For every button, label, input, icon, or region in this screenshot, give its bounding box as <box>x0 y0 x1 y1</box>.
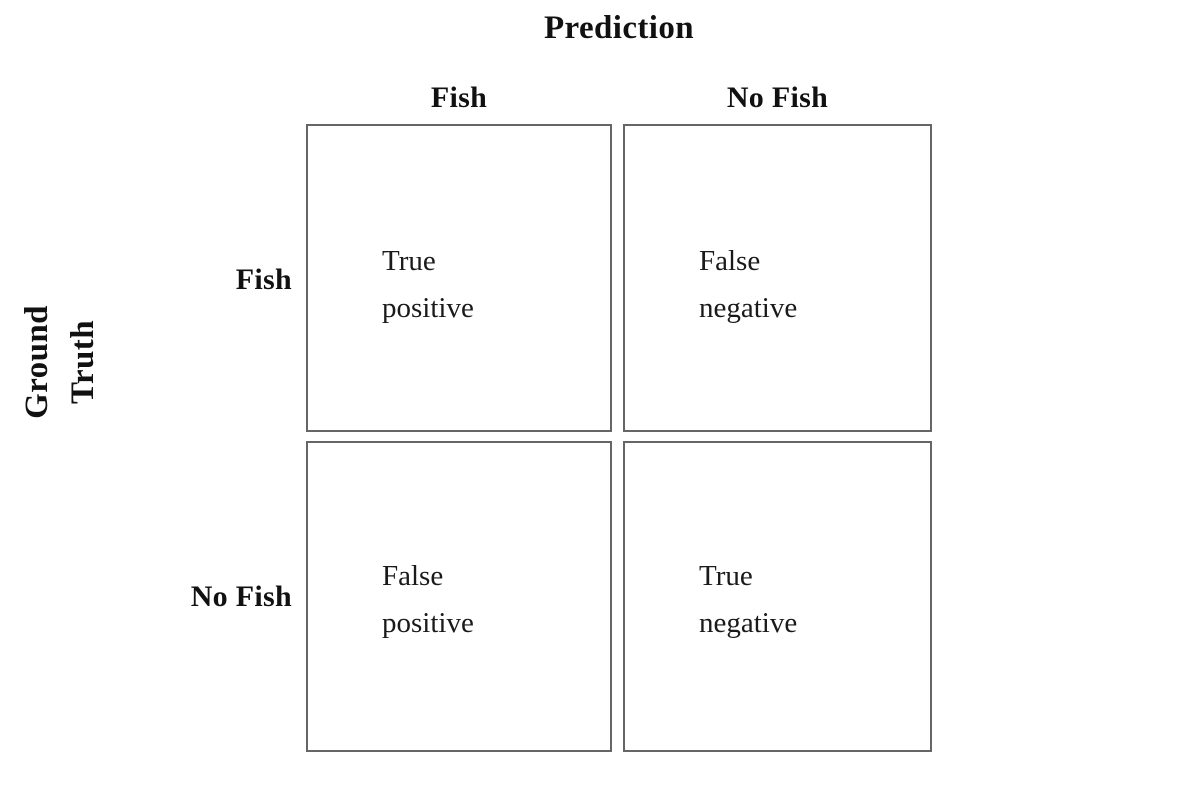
cell-false-negative-line2: negative <box>699 292 798 324</box>
ground-truth-axis-title-line1: Ground <box>19 305 55 419</box>
row-header-no-fish: No Fish <box>190 580 292 613</box>
cell-true-positive: True positive <box>306 124 612 432</box>
cell-true-negative-line2: negative <box>699 607 798 639</box>
cell-true-negative: True negative <box>623 441 932 752</box>
cell-true-positive-line1: True <box>382 245 436 277</box>
cell-true-negative-line1: True <box>699 560 753 592</box>
cell-false-positive-line2: positive <box>382 607 474 639</box>
cell-false-negative-line1: False <box>699 245 761 277</box>
ground-truth-axis-title: Ground Truth <box>12 242 108 482</box>
cell-true-positive-label: True positive <box>382 238 474 332</box>
cell-true-negative-label: True negative <box>699 553 797 647</box>
prediction-axis-title: Prediction <box>543 10 695 46</box>
cell-false-negative: False negative <box>623 124 932 432</box>
column-header-no-fish: No Fish <box>726 81 829 114</box>
row-header-fish: Fish <box>235 263 292 296</box>
cell-false-positive: False positive <box>306 441 612 752</box>
cell-false-negative-label: False negative <box>699 238 797 332</box>
column-header-fish: Fish <box>430 81 488 114</box>
cell-true-positive-line2: positive <box>382 292 474 324</box>
cell-false-positive-label: False positive <box>382 553 474 647</box>
ground-truth-axis-title-line2: Truth <box>65 320 101 404</box>
cell-false-positive-line1: False <box>382 560 444 592</box>
